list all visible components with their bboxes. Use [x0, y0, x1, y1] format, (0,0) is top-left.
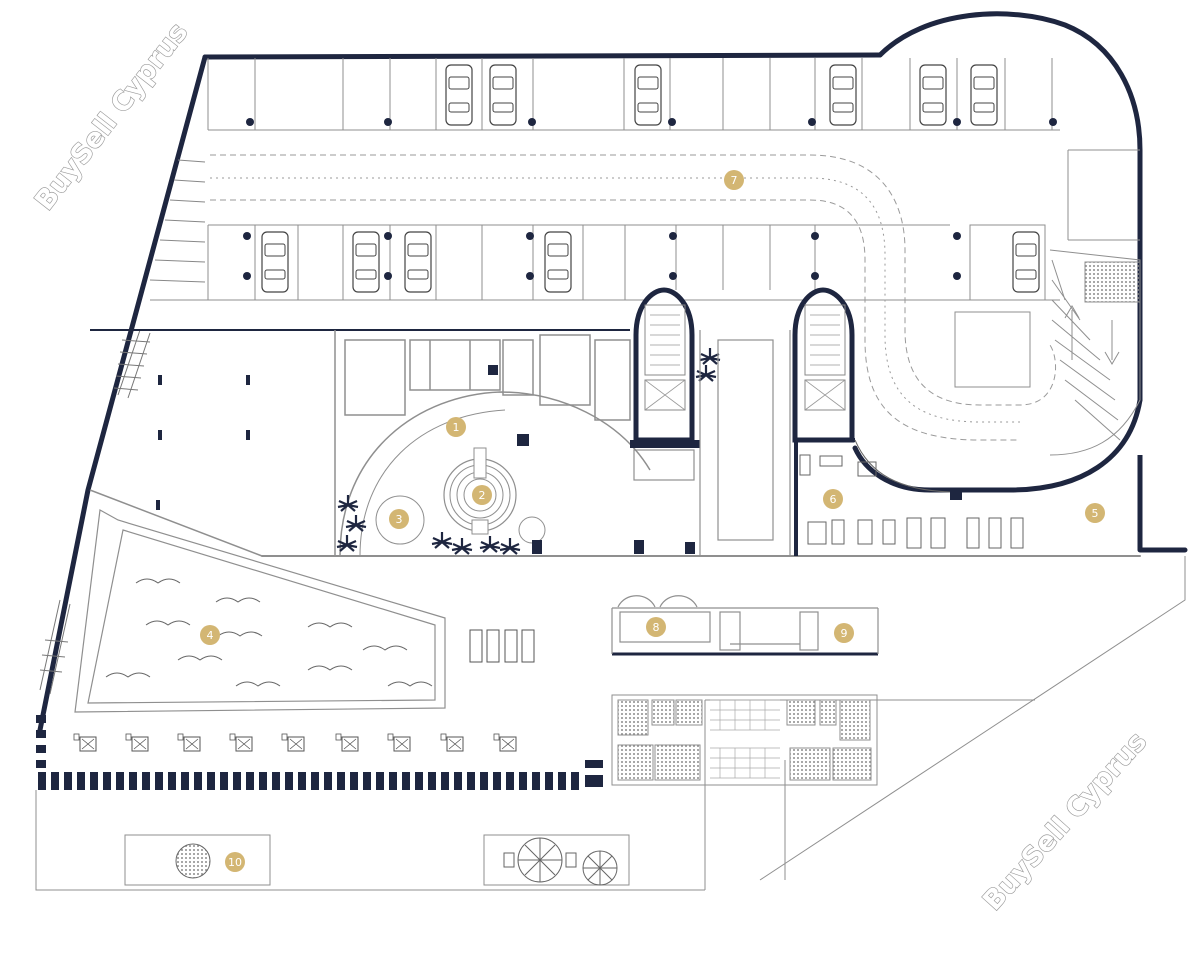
fitness-machine-icon: [1010, 517, 1024, 549]
storage-partitions: [149, 159, 206, 283]
elevator-icon: [644, 379, 686, 411]
sun-lounger-icon: [73, 733, 97, 752]
sun-lounger-icon: [335, 733, 359, 752]
room-marker-label: 7: [731, 174, 738, 187]
sun-lounger-icon: [229, 733, 253, 752]
room-5: [950, 455, 1143, 505]
playground: [611, 694, 878, 786]
interior-walls: [89, 329, 631, 557]
room-marker-label: 3: [396, 513, 403, 526]
garden-area: [74, 509, 446, 713]
sun-lounger-icon: [493, 733, 517, 752]
palm-icon: [336, 493, 360, 513]
car-icon: [634, 64, 662, 126]
room-marker-label: 8: [653, 621, 660, 634]
room-marker-label: 6: [830, 493, 837, 506]
structural-columns: [243, 118, 1057, 280]
elevator-icon: [804, 379, 846, 411]
hedge-row: [36, 715, 603, 790]
room-marker-8: 8: [646, 617, 666, 637]
fitness-machine-icon: [906, 517, 922, 549]
car-icon: [404, 231, 432, 293]
staircase-icon: [804, 304, 846, 376]
pavilion: [611, 595, 879, 656]
fitness-machine-icon: [857, 519, 873, 545]
room-marker-label: 2: [479, 489, 486, 502]
bbq-area: [124, 834, 630, 886]
car-icon: [970, 64, 998, 126]
room-markers: 1 2 3 4 5 6 7 8 9 10: [200, 170, 1105, 872]
sun-lounger-icon: [469, 629, 483, 663]
car-icon: [261, 231, 289, 293]
room-marker-label: 1: [453, 421, 460, 434]
palm-icon: [694, 363, 718, 383]
room-marker-label: 4: [207, 629, 214, 642]
room-marker-1: 1: [446, 417, 466, 437]
room-marker-label: 10: [228, 856, 242, 869]
palm-icon: [478, 534, 502, 554]
vehicle-ramp: [1049, 249, 1141, 456]
driveway-lanes: [210, 154, 1056, 441]
side-staircase: [39, 329, 151, 695]
room-marker-9: 9: [834, 623, 854, 643]
room-marker-label: 9: [841, 627, 848, 640]
outdoor-boundary: [35, 556, 1186, 891]
hall-pillars: [156, 375, 250, 510]
car-icon: [544, 231, 572, 293]
staircase-icon: [644, 304, 686, 376]
central-corridor: [633, 330, 791, 556]
fitness-machine-icon: [966, 517, 980, 549]
sun-lounger-icon: [504, 629, 518, 663]
room-marker-10: 10: [225, 852, 245, 872]
car-icon: [489, 64, 517, 126]
sun-lounger-icon: [125, 733, 149, 752]
room-marker-3: 3: [389, 509, 409, 529]
fitness-machine-icon: [882, 519, 896, 545]
watermark-bottom-right: BuySell Cyprus: [977, 726, 1153, 916]
room-marker-6: 6: [823, 489, 843, 509]
core-right: [792, 287, 855, 443]
palm-icon: [430, 530, 454, 550]
core-left: [630, 287, 700, 448]
fitness-machine-icon: [857, 461, 877, 477]
palm-icon: [698, 346, 722, 366]
room-marker-7: 7: [724, 170, 744, 190]
gym: [794, 438, 1024, 556]
palm-icon: [498, 536, 522, 556]
sun-lounger-icon: [486, 629, 500, 663]
sun-lounger-icon: [387, 733, 411, 752]
sun-lounger-icon: [281, 733, 305, 752]
sun-lounger-icon: [177, 733, 201, 752]
sun-lounger-icon: [440, 733, 464, 752]
outer-walls: [37, 11, 1188, 733]
room-marker-label: 5: [1092, 507, 1099, 520]
sun-lounger-icon: [521, 629, 535, 663]
fitness-machine-icon: [799, 454, 811, 476]
fitness-machine-icon: [831, 519, 845, 545]
car-icon: [352, 231, 380, 293]
fitness-machine-icon: [988, 517, 1002, 549]
fitness-machine-icon: [807, 521, 827, 545]
sun-loungers: [73, 629, 535, 752]
palm-icon: [344, 513, 368, 533]
car-icon: [1012, 231, 1040, 293]
palm-icon: [450, 536, 474, 556]
room-marker-5: 5: [1085, 503, 1105, 523]
room-marker-4: 4: [200, 625, 220, 645]
lobby: [335, 346, 722, 557]
car-icon: [445, 64, 473, 126]
room-marker-2: 2: [472, 485, 492, 505]
car-icon: [829, 64, 857, 126]
fitness-machine-icon: [930, 517, 946, 549]
fitness-machine-icon: [819, 455, 843, 467]
car-icon: [919, 64, 947, 126]
